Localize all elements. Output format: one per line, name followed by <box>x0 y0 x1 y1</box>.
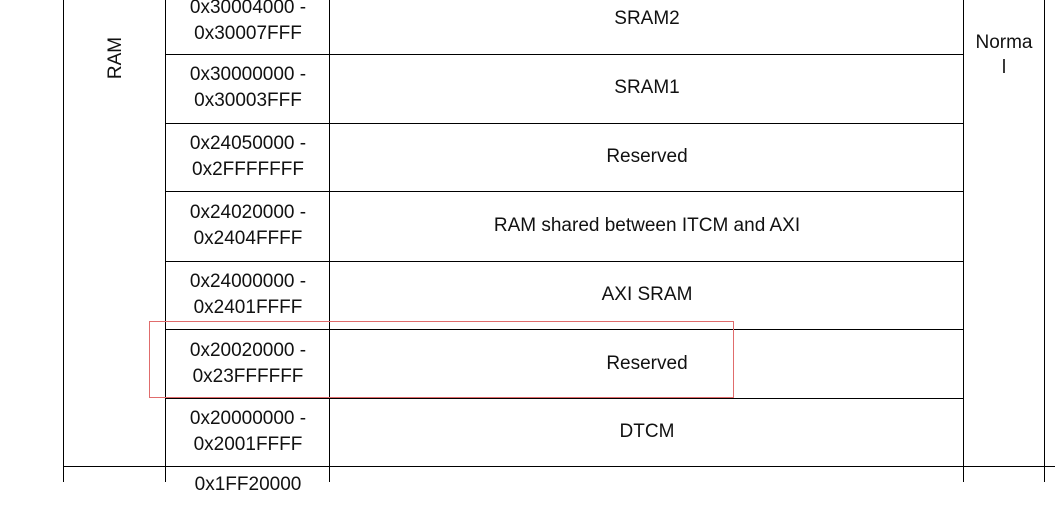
address-end: 0x2401FFFF <box>193 297 303 318</box>
description-text: DTCM <box>619 421 675 442</box>
row-divider <box>165 398 964 399</box>
region-label: RAM <box>104 36 126 79</box>
memory-type-line1: Norma <box>975 32 1033 53</box>
description-text: SRAM1 <box>614 77 680 98</box>
address-start: 0x24020000 - <box>189 202 307 223</box>
column-divider-description <box>963 0 964 482</box>
address-start: 0x24000000 - <box>189 271 307 292</box>
address-range-cell: 0x30004000 - 0x30007FFF <box>166 0 330 55</box>
section-divider <box>63 466 1055 467</box>
column-divider-region <box>165 0 166 482</box>
address-range-cell: 0x20020000 - 0x23FFFFFF <box>166 330 330 398</box>
description-text: Reserved <box>606 353 688 374</box>
address-end: 0x30007FFF <box>194 23 302 44</box>
description-cell: SRAM1 <box>330 54 964 122</box>
address-end: 0x2FFFFFFF <box>192 159 304 180</box>
description-text: AXI SRAM <box>601 284 693 305</box>
memory-type-cell: Norma l <box>964 30 1044 80</box>
address-start: 0x1FF20000 <box>194 474 302 495</box>
address-start: 0x20020000 - <box>189 340 307 361</box>
address-end: 0x2001FFFF <box>193 434 303 455</box>
address-start: 0x20000000 - <box>189 408 307 429</box>
row-divider <box>165 191 964 192</box>
column-divider-type <box>1044 0 1045 482</box>
description-cell: Reserved <box>330 123 964 191</box>
address-end: 0x2404FFFF <box>193 228 303 249</box>
row-divider <box>165 54 964 55</box>
row-divider <box>165 261 964 262</box>
row-divider <box>165 329 964 330</box>
region-label-cell: RAM <box>66 0 166 115</box>
description-text: Reserved <box>606 146 688 167</box>
column-divider-address <box>329 0 330 482</box>
description-cell: RAM shared between ITCM and AXI <box>330 192 964 260</box>
address-range-cell: 0x20000000 - 0x2001FFFF <box>166 398 330 466</box>
address-range-cell: 0x30000000 - 0x30003FFF <box>166 54 330 122</box>
memory-type-line2: l <box>1001 57 1007 78</box>
description-cell: AXI SRAM <box>330 261 964 329</box>
description-text: RAM shared between ITCM and AXI <box>493 215 801 236</box>
description-cell: DTCM <box>330 398 964 466</box>
address-range-cell: 0x24020000 - 0x2404FFFF <box>166 192 330 260</box>
address-start: 0x24050000 - <box>189 133 307 154</box>
address-range-cell-partial: 0x1FF20000 <box>166 466 330 506</box>
address-range-cell: 0x24000000 - 0x2401FFFF <box>166 261 330 329</box>
address-start: 0x30004000 - <box>189 0 307 18</box>
address-end: 0x23FFFFFF <box>192 366 304 387</box>
address-end: 0x30003FFF <box>194 90 302 111</box>
description-text: SRAM2 <box>614 8 680 29</box>
address-start: 0x30000000 - <box>189 64 307 85</box>
row-divider <box>165 123 964 124</box>
description-cell: SRAM2 <box>330 0 964 53</box>
description-cell: Reserved <box>330 330 964 398</box>
address-range-cell: 0x24050000 - 0x2FFFFFFF <box>166 123 330 191</box>
table-border-left <box>63 0 64 482</box>
